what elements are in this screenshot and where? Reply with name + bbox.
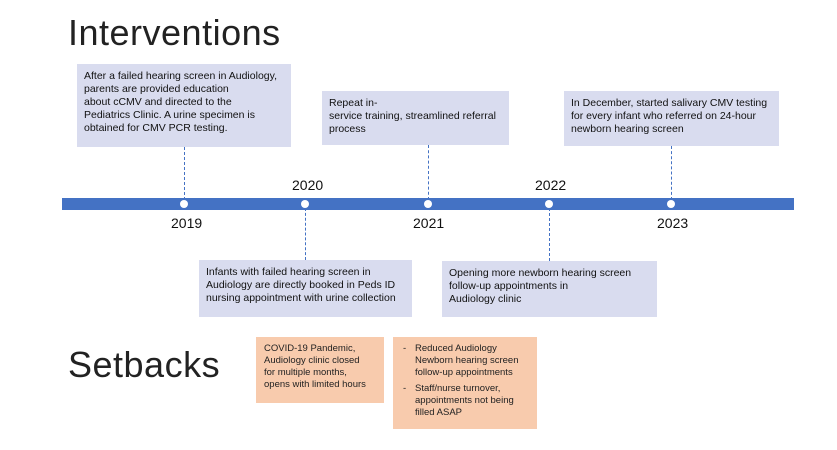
- intervention-2021-line: service training, streamlined referral: [329, 110, 496, 122]
- intervention-2020-line: Audiology are directly booked in Peds ID: [206, 279, 396, 291]
- intervention-2021-line: Repeat in-: [329, 97, 378, 109]
- connector-2021: [428, 145, 429, 200]
- setback-item2-line: Staff/nurse turnover,: [415, 383, 501, 394]
- connector-2019: [184, 147, 185, 200]
- setback-box-staffing: Reduced Audiology Newborn hearing screen…: [393, 337, 537, 429]
- intervention-box-2022: Opening more newborn hearing screen foll…: [442, 261, 657, 317]
- intervention-2019-line: After a failed hearing screen in Audiolo…: [84, 70, 278, 82]
- connector-2020: [305, 208, 306, 260]
- setback-item1-line: follow-up appointments: [415, 367, 513, 378]
- year-label-2020: 2020: [292, 177, 324, 193]
- timeline-point-2021: [424, 200, 432, 208]
- year-label-2019: 2019: [171, 215, 203, 231]
- year-label-2023: 2023: [657, 215, 689, 231]
- interventions-title: Interventions: [68, 12, 281, 53]
- intervention-2019-line: obtained for CMV PCR testing.: [84, 122, 228, 134]
- year-label-2022: 2022: [535, 177, 567, 193]
- setback-covid-line: Audiology clinic closed: [264, 355, 360, 366]
- setback-item2-line: filled ASAP: [415, 407, 462, 418]
- intervention-2020-line: nursing appointment with urine collectio…: [206, 292, 396, 304]
- setback-covid-line: opens with limited hours: [264, 379, 366, 390]
- intervention-2019-line: parents are provided education: [84, 83, 229, 95]
- intervention-2022-line: Opening more newborn hearing screen: [449, 267, 632, 279]
- setback-box-covid: COVID-19 Pandemic, Audiology clinic clos…: [256, 337, 384, 403]
- intervention-2022-line: follow-up appointments in: [449, 280, 569, 292]
- intervention-2020-line: Infants with failed hearing screen in: [206, 266, 371, 278]
- setback-item2-line: appointments not being: [415, 395, 514, 406]
- timeline-point-2019: [180, 200, 188, 208]
- setback-list-item: Staff/nurse turnover, appointments not b…: [401, 383, 529, 419]
- setback-covid-line: COVID-19 Pandemic,: [264, 343, 356, 354]
- timeline-point-2023: [667, 200, 675, 208]
- intervention-2019-line: Pediatrics Clinic. A urine specimen is: [84, 109, 255, 121]
- connector-2023: [671, 146, 672, 200]
- intervention-box-2021: Repeat in- service training, streamlined…: [322, 91, 509, 145]
- intervention-2023-line: In December, started salivary CMV testin…: [571, 97, 768, 109]
- setback-list-item: Reduced Audiology Newborn hearing screen…: [401, 343, 529, 379]
- intervention-2023-line: for every infant who referred on 24-hour: [571, 110, 757, 122]
- setback-item1-line: Reduced Audiology: [415, 343, 497, 354]
- timeline-point-2022: [545, 200, 553, 208]
- intervention-2023-line: newborn hearing screen: [571, 123, 684, 135]
- setback-list: Reduced Audiology Newborn hearing screen…: [401, 343, 529, 419]
- timeline-point-2020: [301, 200, 309, 208]
- intervention-box-2020: Infants with failed hearing screen in Au…: [199, 260, 412, 317]
- setback-item1-line: Newborn hearing screen: [415, 355, 519, 366]
- intervention-2021-line: process: [329, 123, 366, 135]
- setback-covid-line: for multiple months,: [264, 367, 347, 378]
- intervention-2019-line: about cCMV and directed to the: [84, 96, 232, 108]
- setbacks-title: Setbacks: [68, 344, 221, 385]
- intervention-box-2019: After a failed hearing screen in Audiolo…: [77, 64, 291, 147]
- connector-2022: [549, 208, 550, 261]
- intervention-2022-line: Audiology clinic: [449, 293, 522, 305]
- intervention-box-2023: In December, started salivary CMV testin…: [564, 91, 779, 146]
- year-label-2021: 2021: [413, 215, 445, 231]
